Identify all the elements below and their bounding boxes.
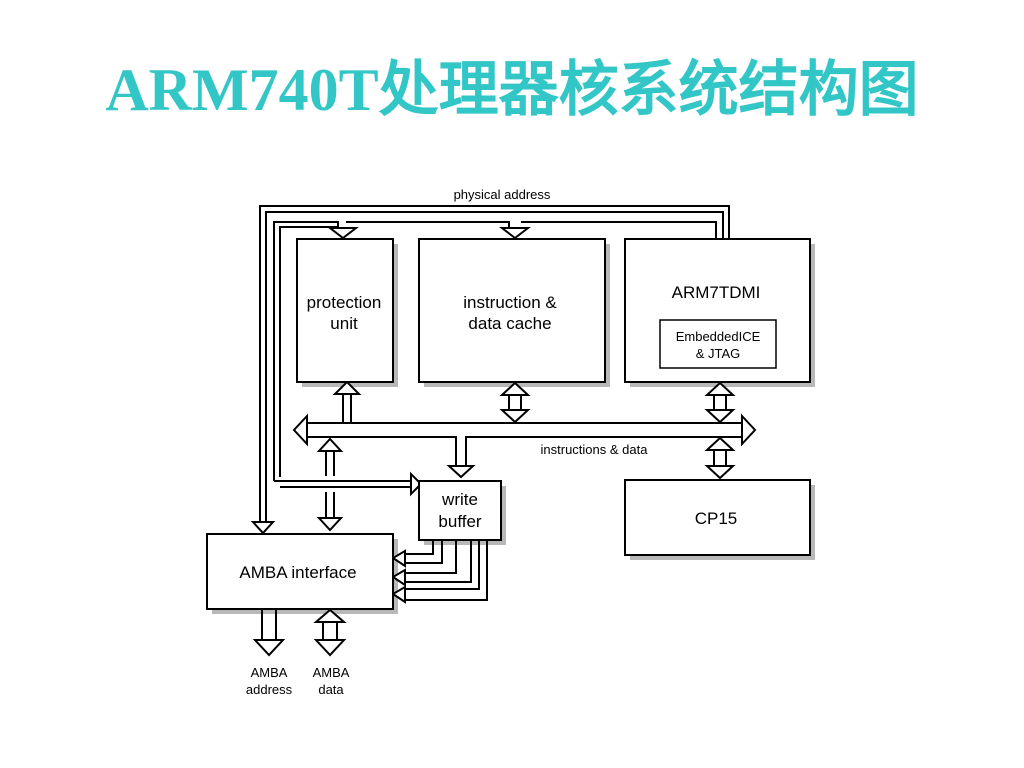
write-buffer-block [418, 480, 502, 541]
write-buffer-label-2: buffer [438, 512, 482, 531]
protection-unit-block [296, 238, 394, 383]
amba-interface-label: AMBA interface [239, 563, 356, 582]
phys-addr-to-write-buffer [274, 471, 423, 497]
link-protection-bus [332, 380, 362, 423]
physical-address-bus [259, 205, 730, 526]
cache-label-1: instruction & [463, 293, 557, 312]
cp15-block [624, 479, 811, 556]
amba-data-label-1: AMBA [313, 665, 350, 680]
embedded-ice-label-1: EmbeddedICE [676, 329, 761, 344]
link-arm-bus [704, 381, 736, 424]
write-buffer-label-1: write [441, 490, 478, 509]
protection-unit-label-1: protection [307, 293, 382, 312]
physical-address-label: physical address [454, 187, 551, 202]
amba-address-label-2: address [246, 682, 293, 697]
link-bus-cp15 [704, 436, 736, 480]
phys-addr-to-amba [250, 512, 276, 535]
internal-data-bus [292, 413, 757, 479]
write-buffer-to-amba [391, 541, 488, 604]
amba-address-output [252, 610, 286, 657]
embedded-ice-block [659, 319, 777, 369]
embedded-ice-label-2: & JTAG [696, 346, 741, 361]
amba-address-label-1: AMBA [251, 665, 288, 680]
amba-data-output [313, 608, 347, 657]
cp15-label: CP15 [695, 509, 738, 528]
phys-addr-arrow-protection [327, 227, 359, 240]
link-bus-amba [316, 437, 344, 532]
instructions-data-label: instructions & data [541, 442, 649, 457]
protection-unit-label-2: unit [330, 314, 358, 333]
cache-block [418, 238, 606, 383]
arm7tdmi-label: ARM7TDMI [672, 283, 761, 302]
amba-data-label-2: data [318, 682, 344, 697]
cache-label-2: data cache [468, 314, 551, 333]
amba-interface-block [206, 533, 394, 610]
link-cache-bus [499, 381, 531, 424]
phys-addr-arrow-cache [499, 227, 531, 240]
slide-title: ARM740T处理器核系统结构图 [105, 57, 919, 123]
